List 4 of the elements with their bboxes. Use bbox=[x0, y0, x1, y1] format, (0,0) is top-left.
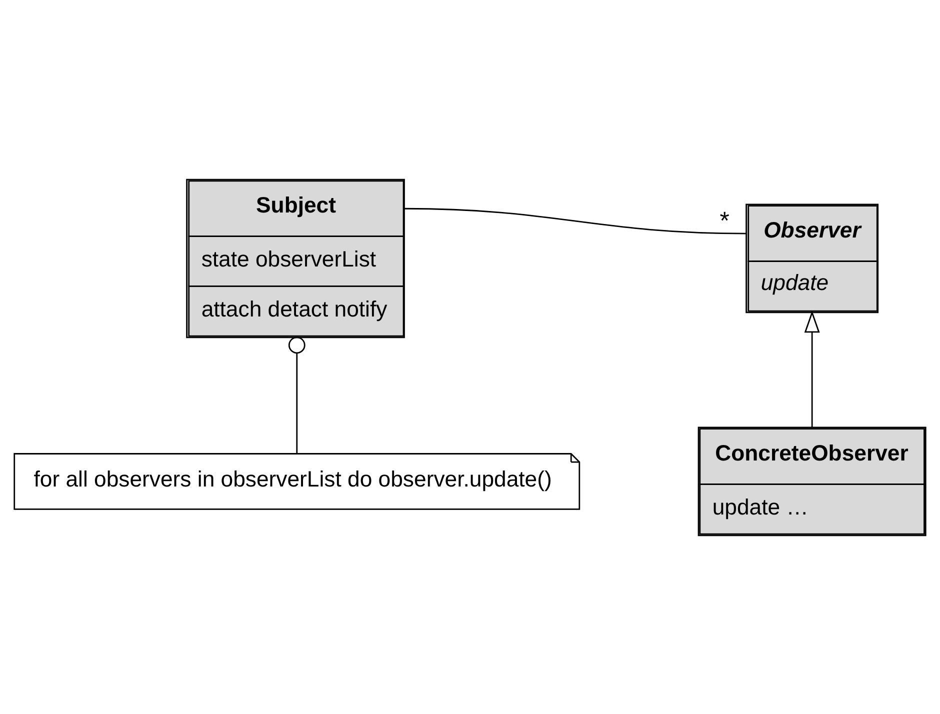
arrow bbox=[804, 310, 820, 427]
connector bbox=[404, 207, 747, 234]
edge-label: * bbox=[720, 206, 730, 234]
connector bbox=[288, 336, 306, 453]
